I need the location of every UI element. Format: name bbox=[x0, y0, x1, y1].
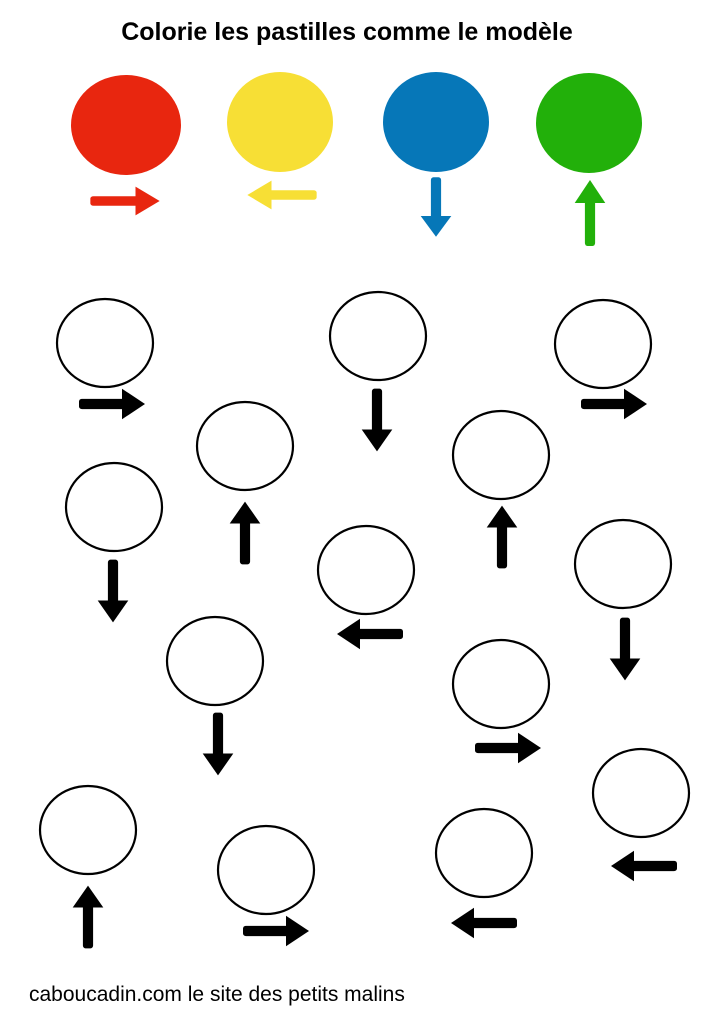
model-green-circle bbox=[536, 73, 642, 173]
model-blue-circle bbox=[383, 72, 489, 172]
arrow-down-icon bbox=[361, 388, 393, 452]
pastille-circle[interactable] bbox=[451, 638, 551, 730]
arrow-right-icon bbox=[79, 388, 145, 420]
pastille-circle[interactable] bbox=[216, 824, 316, 916]
arrow-right-icon bbox=[90, 186, 160, 216]
model-green-up bbox=[536, 73, 642, 246]
pastille-circle[interactable] bbox=[434, 807, 534, 899]
pastille-circle[interactable] bbox=[64, 461, 164, 553]
arrow-down-icon bbox=[420, 177, 452, 237]
arrow-left-icon bbox=[337, 618, 403, 650]
footer-credit: caboucadin.com le site des petits malins bbox=[29, 983, 405, 1006]
pastille-circle[interactable] bbox=[328, 290, 428, 382]
pastille-circle[interactable] bbox=[195, 400, 295, 492]
arrow-down-icon bbox=[202, 712, 234, 776]
arrow-right-icon bbox=[243, 915, 309, 947]
arrow-down-icon bbox=[609, 617, 641, 681]
model-red-circle bbox=[71, 75, 181, 175]
model-yellow-circle bbox=[227, 72, 333, 172]
pastille-circle[interactable] bbox=[316, 524, 416, 616]
arrow-right-icon bbox=[475, 732, 541, 764]
arrow-left-icon bbox=[247, 180, 317, 210]
arrow-up-icon bbox=[574, 180, 606, 246]
model-blue-down bbox=[383, 72, 489, 237]
pastille-circle[interactable] bbox=[573, 518, 673, 610]
pastille-circle[interactable] bbox=[591, 747, 691, 839]
model-yellow-left bbox=[227, 72, 333, 210]
pastille-circle[interactable] bbox=[165, 615, 265, 707]
arrow-left-icon bbox=[611, 850, 677, 882]
pastille-circle[interactable] bbox=[55, 297, 155, 389]
arrow-right-icon bbox=[581, 388, 647, 420]
pastille-circle[interactable] bbox=[451, 409, 551, 501]
arrow-up-icon bbox=[229, 501, 261, 565]
model-red-right bbox=[71, 75, 181, 216]
pastille-circle[interactable] bbox=[553, 298, 653, 390]
arrow-up-icon bbox=[72, 885, 104, 949]
arrow-up-icon bbox=[486, 505, 518, 569]
arrow-left-icon bbox=[451, 907, 517, 939]
arrow-down-icon bbox=[97, 559, 129, 623]
pastille-circle[interactable] bbox=[38, 784, 138, 876]
page-title: Colorie les pastilles comme le modèle bbox=[121, 18, 573, 46]
